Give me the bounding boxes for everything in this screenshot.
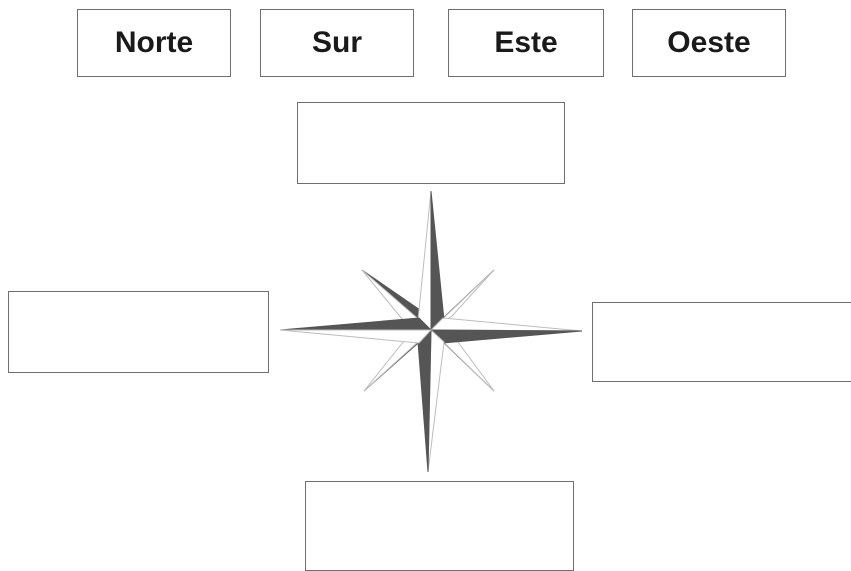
drop-box-south[interactable]: [305, 481, 574, 571]
word-tile-norte[interactable]: Norte: [77, 9, 231, 77]
drop-box-west[interactable]: [8, 291, 269, 373]
word-tile-sur[interactable]: Sur: [260, 9, 414, 77]
drop-box-east[interactable]: [592, 302, 851, 382]
compass-rose-icon: [272, 188, 588, 476]
word-tile-oeste[interactable]: Oeste: [632, 9, 786, 77]
word-tile-este[interactable]: Este: [448, 9, 604, 77]
compass-cardinal-points: [280, 191, 582, 472]
drop-box-north[interactable]: [297, 102, 565, 184]
